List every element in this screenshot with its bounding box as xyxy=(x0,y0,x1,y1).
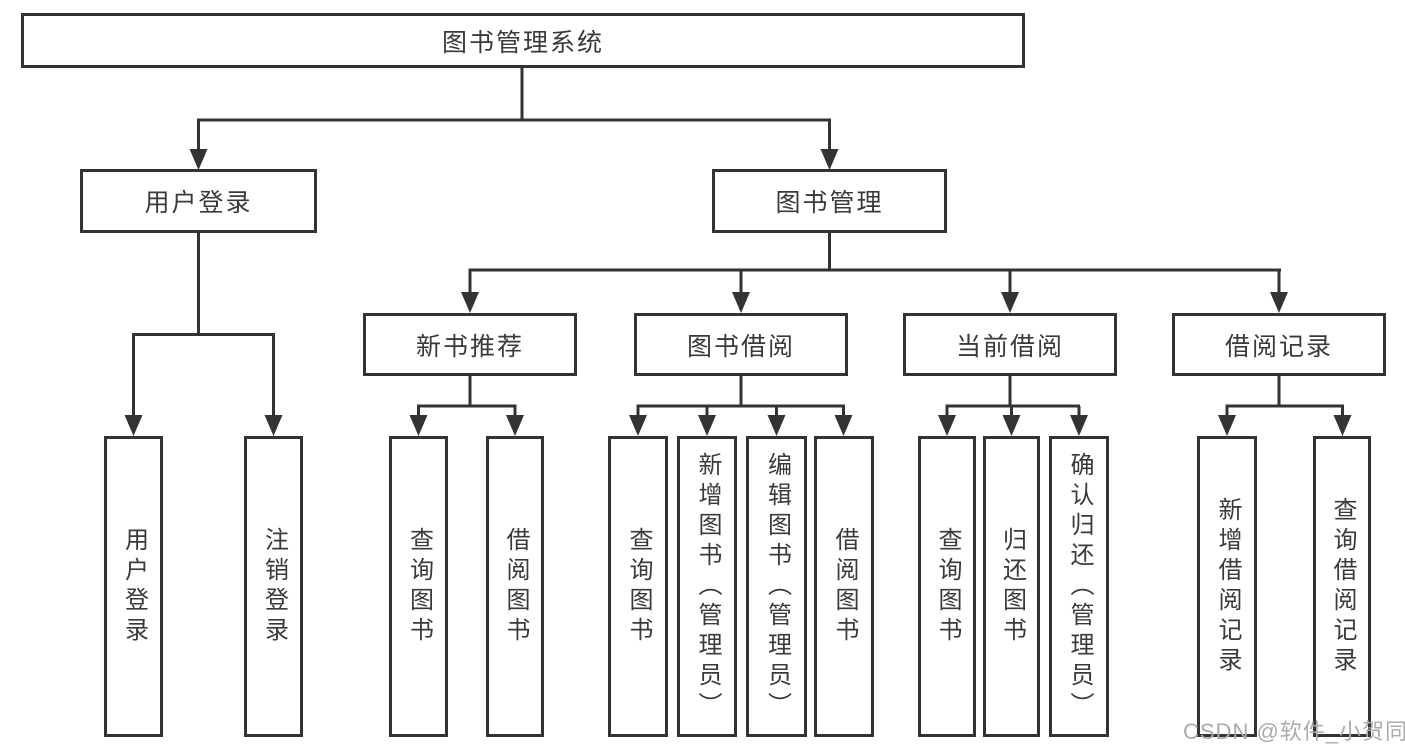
leaf-logout: 注销登录 xyxy=(244,436,303,737)
leaf-br-query-record: 查询借阅记录 xyxy=(1313,436,1371,737)
leaf-bb-edit-books-admin: 编辑图书（管理员） xyxy=(746,436,807,737)
leaf-cb-confirm-return-admin: 确认归还（管理员） xyxy=(1049,436,1109,737)
leaf-cb-return-books: 归还图书 xyxy=(983,436,1040,737)
leaf-nbr-query-books: 查询图书 xyxy=(389,436,448,737)
node-book-management: 图书管理 xyxy=(712,169,947,233)
leaf-user-login: 用户登录 xyxy=(104,436,163,737)
leaf-bb-borrow-books: 借阅图书 xyxy=(814,436,874,737)
leaf-nbr-borrow-books: 借阅图书 xyxy=(486,436,544,737)
watermark: CSDN @软件_小贺同学 xyxy=(1183,719,1405,744)
node-library-management-system: 图书管理系统 xyxy=(21,13,1025,68)
node-borrowing-records: 借阅记录 xyxy=(1172,313,1386,376)
leaf-bb-add-books-admin: 新增图书（管理员） xyxy=(677,436,737,737)
leaf-bb-query-books: 查询图书 xyxy=(608,436,668,737)
node-user-login: 用户登录 xyxy=(80,169,317,233)
leaf-br-add-record: 新增借阅记录 xyxy=(1197,436,1257,737)
node-new-book-recommendation: 新书推荐 xyxy=(363,313,577,376)
leaf-cb-query-books: 查询图书 xyxy=(918,436,976,737)
node-book-borrowing: 图书借阅 xyxy=(634,313,848,376)
node-current-borrowing: 当前借阅 xyxy=(903,313,1117,376)
